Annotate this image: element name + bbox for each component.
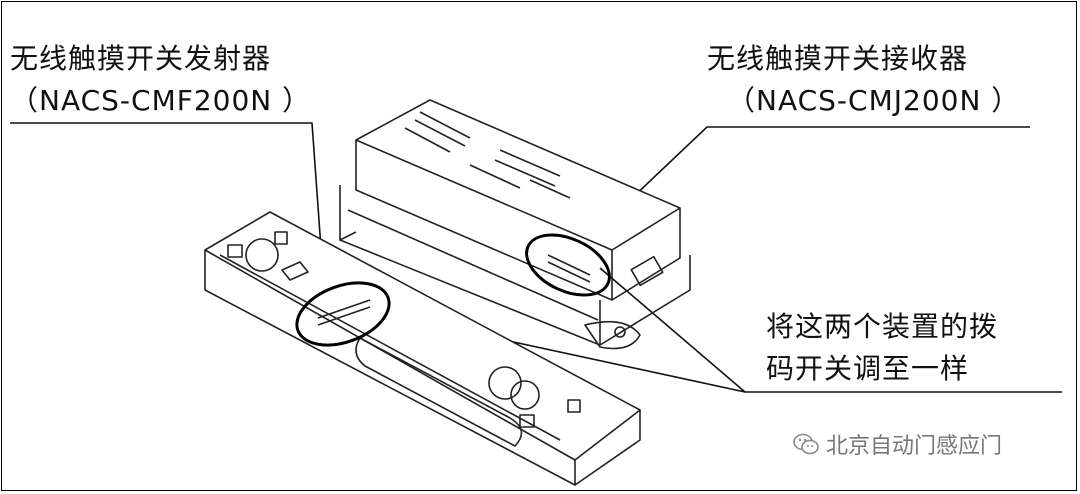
transmitter-device bbox=[204, 211, 641, 486]
transmitter-model: （NACS-CMF200N ） bbox=[10, 84, 312, 117]
note-line-1: 将这两个装置的拨 bbox=[766, 310, 999, 343]
receiver-model: （NACS-CMJ200N ） bbox=[727, 84, 1021, 117]
transmitter-name: 无线触摸开关发射器 bbox=[10, 42, 272, 75]
receiver-device bbox=[339, 99, 691, 350]
watermark: 北京自动门感应门 bbox=[792, 428, 1002, 460]
watermark-text: 北京自动门感应门 bbox=[826, 434, 1003, 459]
receiver-name: 无线触摸开关接收器 bbox=[707, 42, 969, 75]
wechat-icon bbox=[793, 433, 819, 455]
note-line-2: 码开关调至一样 bbox=[766, 352, 970, 385]
